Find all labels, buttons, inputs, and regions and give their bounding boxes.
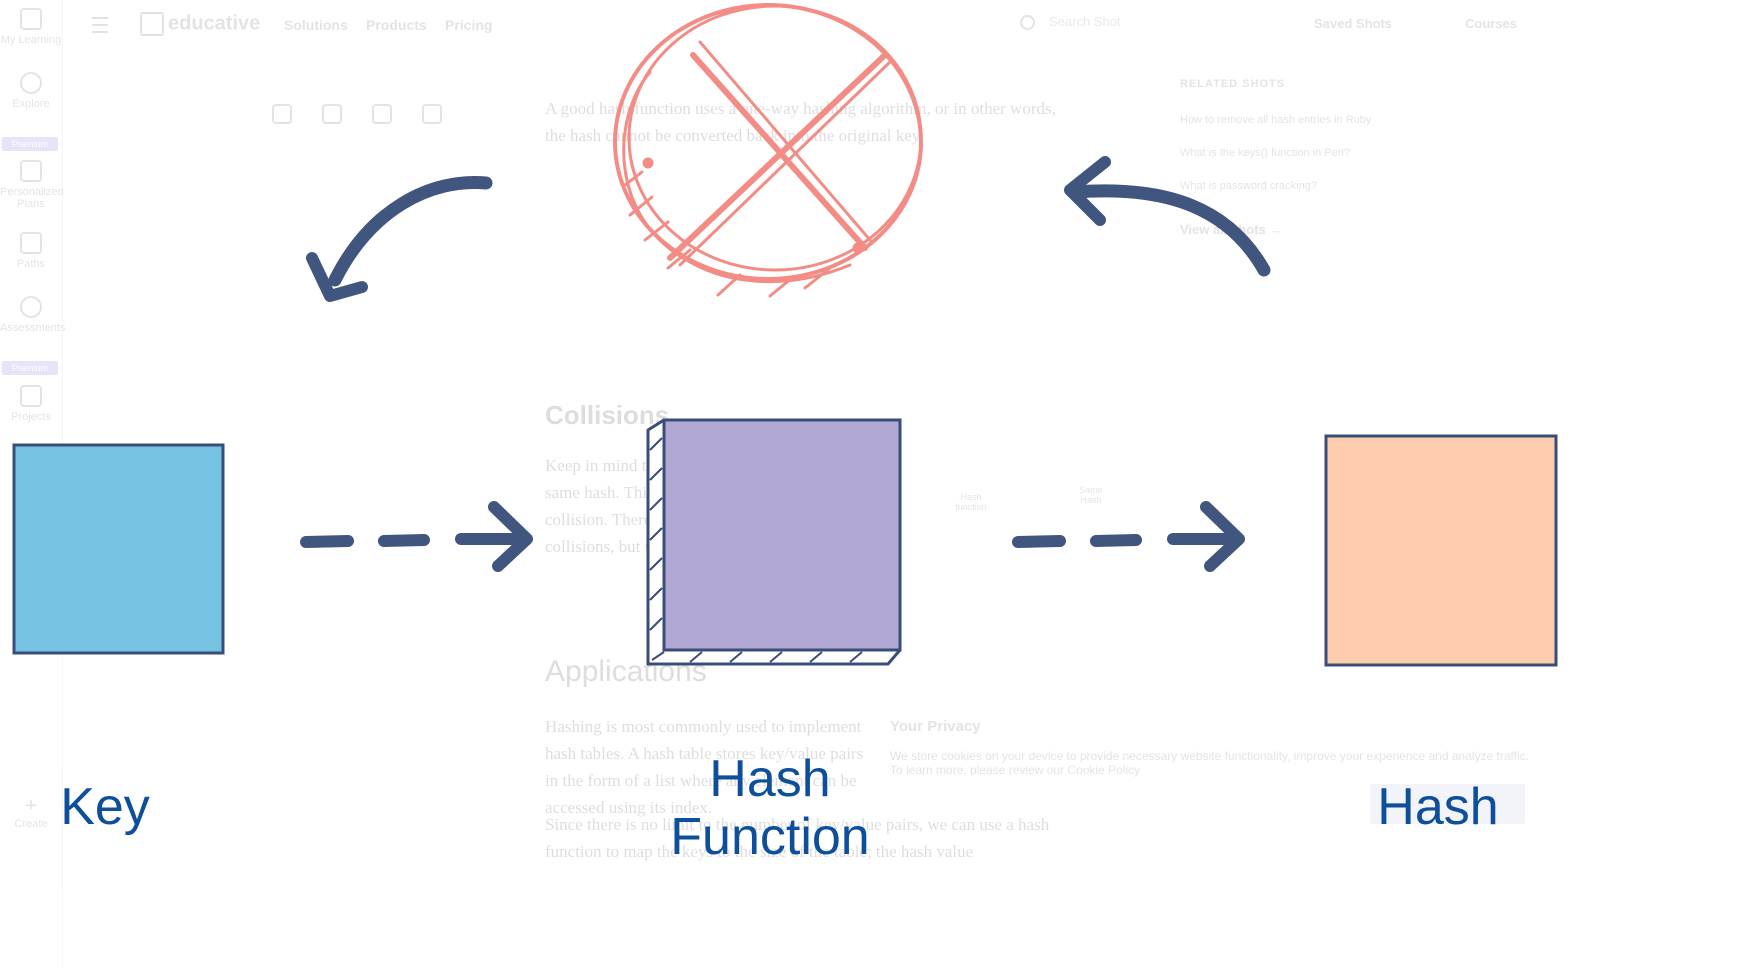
dashed-arrow-right-icon [1012, 501, 1245, 572]
hash-label-background [1370, 784, 1525, 824]
curved-arrow-icon [1064, 156, 1271, 277]
dashed-arrow-right-icon [300, 501, 533, 572]
key-label: Key [60, 778, 150, 836]
hash-function-box [646, 418, 902, 666]
hash-function-label: Hash Function [670, 750, 870, 866]
hash-label: Hash [1377, 778, 1499, 836]
hash-box [1324, 434, 1558, 667]
curved-arrow-icon [306, 175, 493, 302]
forbidden-icon [613, 3, 923, 298]
key-box [12, 443, 225, 655]
